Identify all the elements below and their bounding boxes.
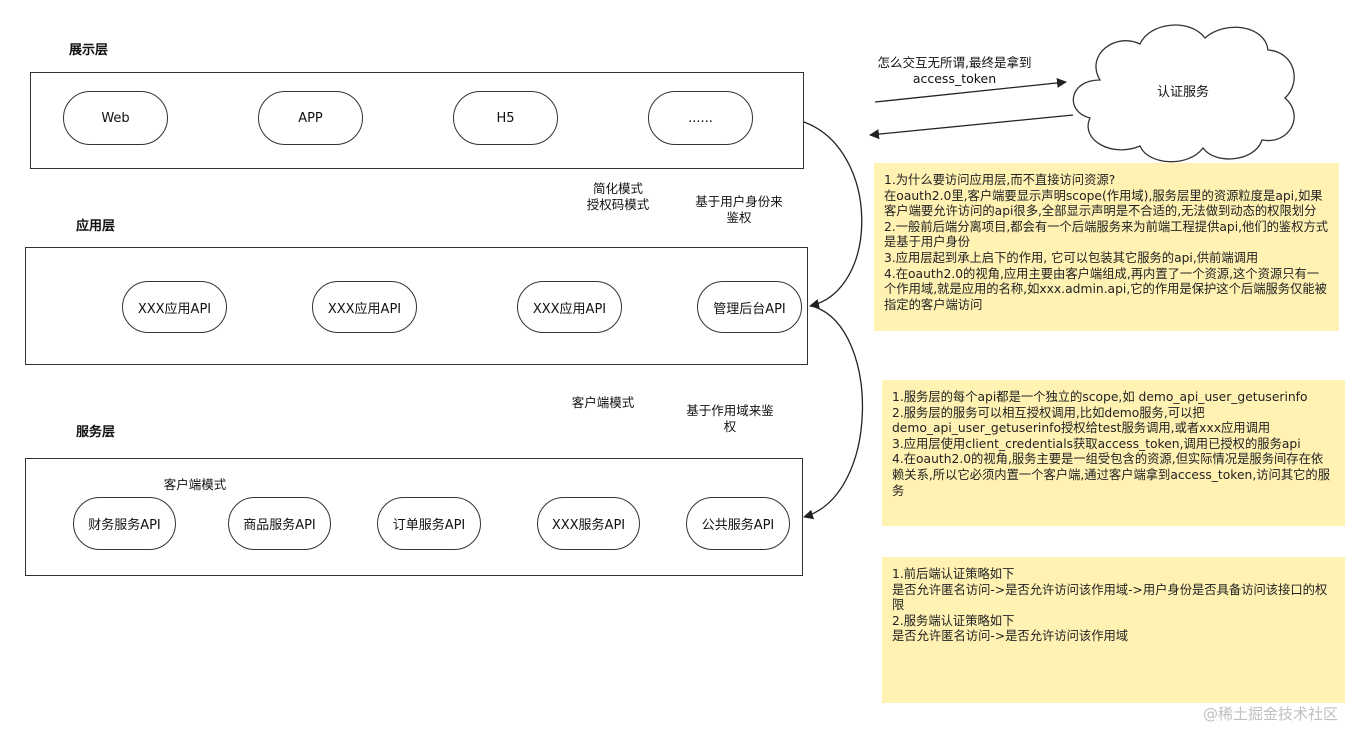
node-app-api-3[interactable]: XXX应用API xyxy=(517,281,622,333)
note-auth-strategy: 1.前后端认证策略如下 是否允许匿名访问->是否允许访问该作用域->用户身份是否… xyxy=(882,557,1345,703)
node-web[interactable]: Web xyxy=(63,91,168,145)
auth-cloud-shape xyxy=(1072,24,1295,163)
node-order-api[interactable]: 订单服务API xyxy=(377,497,481,550)
note-application-layer: 1.为什么要访问应用层,而不直接访问资源? 在oauth2.0里,客户端要显示声… xyxy=(874,163,1339,331)
node-app-api-2[interactable]: XXX应用API xyxy=(312,281,417,333)
arrow-to-auth xyxy=(874,77,1067,103)
label-app-to-service-auth: 基于作用域来鉴 权 xyxy=(686,403,774,434)
presentation-layer-title: 展示层 xyxy=(69,43,109,58)
application-layer-title: 应用层 xyxy=(76,219,116,234)
arrow-pres-to-app xyxy=(803,121,863,309)
node-product-api[interactable]: 商品服务API xyxy=(228,497,331,550)
node-public-service-api[interactable]: 公共服务API xyxy=(686,497,790,550)
node-admin-api[interactable]: 管理后台API xyxy=(697,281,802,333)
service-layer-title: 服务层 xyxy=(76,425,116,440)
label-app-to-service-mode: 客户端模式 xyxy=(571,395,635,410)
node-h5[interactable]: H5 xyxy=(453,91,558,145)
node-more[interactable]: ...... xyxy=(648,91,753,145)
label-to-auth: 怎么交互无所谓,最终是拿到 access_token xyxy=(877,55,1032,86)
arrow-from-auth xyxy=(869,114,1074,140)
watermark-text: @稀土掘金技术社区 xyxy=(1203,705,1339,723)
auth-service-label: 认证服务 xyxy=(1157,85,1210,100)
label-pres-to-app-mode: 简化模式 授权码模式 xyxy=(586,181,650,212)
service-inner-client-mode-label: 客户端模式 xyxy=(163,477,227,492)
label-pres-to-app-auth: 基于用户身份来 鉴权 xyxy=(695,194,783,225)
node-app[interactable]: APP xyxy=(258,91,363,145)
arrow-app-to-service xyxy=(803,306,864,520)
node-xxx-service-api[interactable]: XXX服务API xyxy=(537,497,640,550)
note-service-layer: 1.服务层的每个api都是一个独立的scope,如 demo_api_user_… xyxy=(882,380,1345,526)
node-finance-api[interactable]: 财务服务API xyxy=(73,497,176,550)
node-app-api-1[interactable]: XXX应用API xyxy=(122,281,227,333)
